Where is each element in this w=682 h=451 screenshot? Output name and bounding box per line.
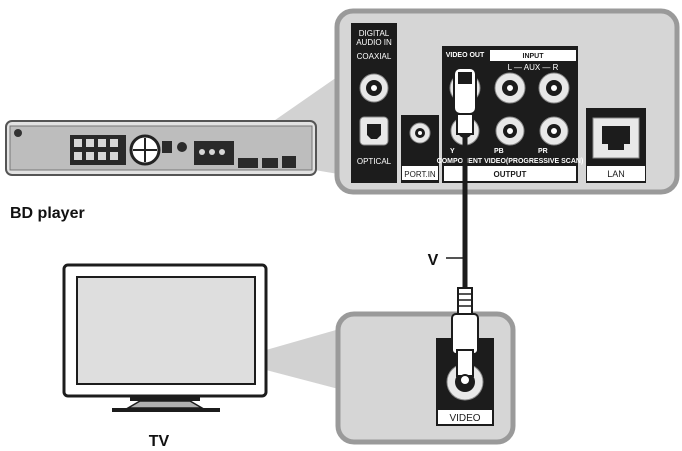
tv-callout-wedge	[266, 326, 350, 392]
video-cable	[446, 67, 479, 386]
video-out-label: VIDEO OUT	[446, 52, 485, 59]
player-rear-panel-zoom: DIGITAL AUDIO IN COAXIAL OPTICAL PORT.IN…	[334, 8, 680, 195]
tv-video-label: VIDEO	[449, 413, 480, 424]
pr-label: PR	[538, 148, 548, 155]
tv-rear-panel-zoom: VIDEO	[335, 311, 516, 445]
component-video-label: COMPONENT VIDEO(PROGRESSIVE SCAN)	[437, 158, 584, 165]
digital-audio-in-label-1: DIGITAL	[359, 29, 390, 38]
port-in-label: PORT.IN	[404, 170, 436, 179]
cable-v-label: V	[428, 252, 439, 269]
bd-player-label: BD player	[10, 205, 85, 222]
tv-label: TV	[149, 433, 170, 450]
lan-label: LAN	[607, 169, 625, 179]
bd-player-device	[5, 120, 317, 176]
optical-label: OPTICAL	[357, 157, 392, 166]
coaxial-label: COAXIAL	[357, 52, 392, 61]
output-label: OUTPUT	[494, 170, 527, 179]
input-label: INPUT	[523, 53, 545, 60]
tv-device	[62, 263, 268, 412]
aux-label: L — AUX — R	[508, 63, 559, 72]
digital-audio-in-label-2: AUDIO IN	[356, 38, 392, 47]
y-label: Y	[450, 148, 455, 155]
pb-label: PB	[494, 148, 504, 155]
